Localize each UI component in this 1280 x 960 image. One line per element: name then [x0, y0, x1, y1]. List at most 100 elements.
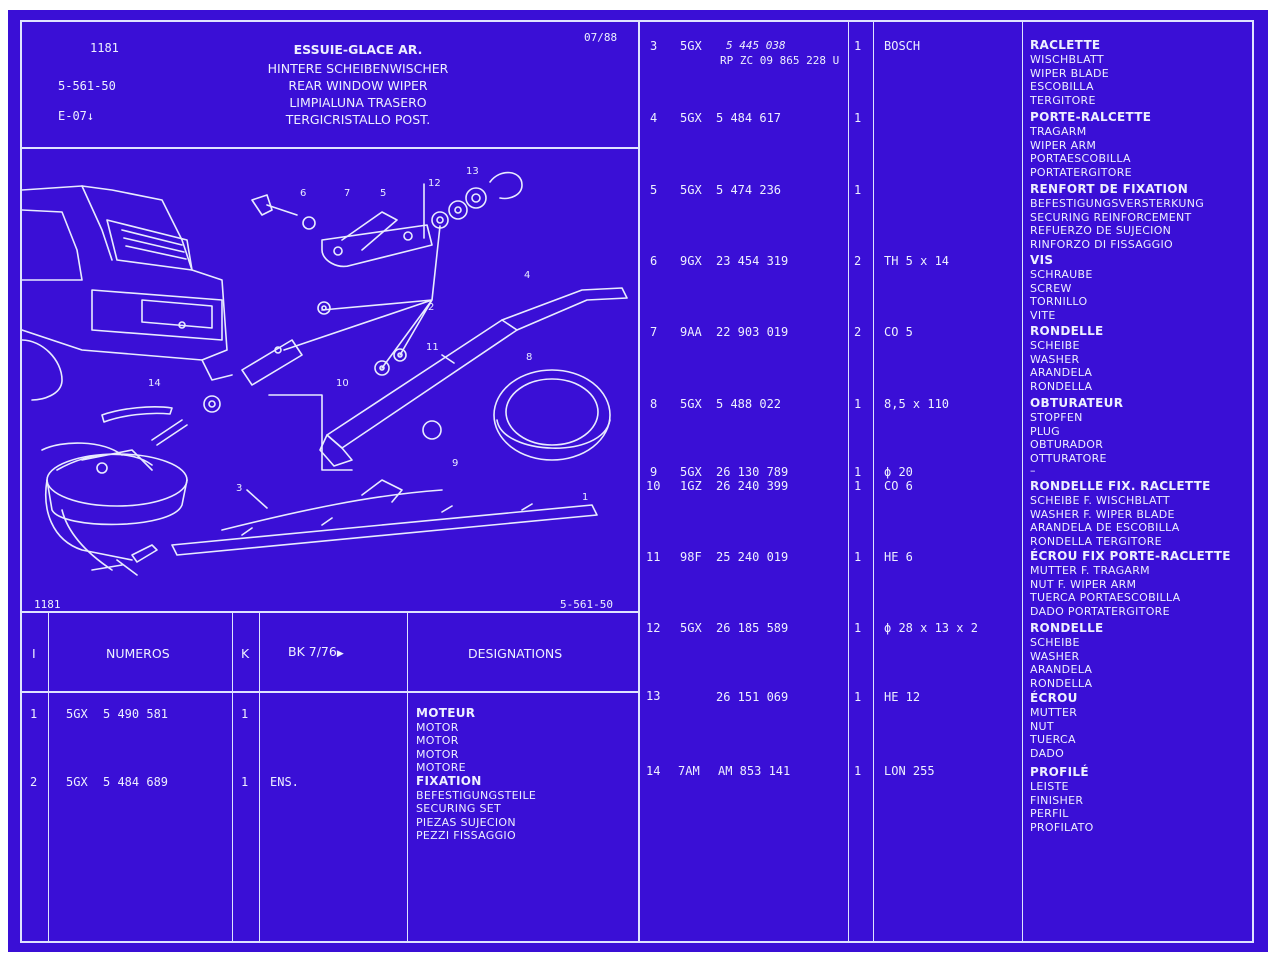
- left-col-line-2: [232, 612, 233, 942]
- callout-2: 2: [428, 302, 434, 313]
- plug-cap: [493, 369, 611, 461]
- row-1-prefix: 5GX: [66, 707, 88, 721]
- row-10-index: 10: [646, 479, 661, 493]
- row-12-index: 12: [646, 621, 661, 635]
- row-5-designation: RENFORT DE FIXATION BEFESTIGUNGSVERSTERK…: [1030, 182, 1204, 252]
- frame-left: [20, 20, 22, 942]
- down-arrow-icon: ↓: [86, 109, 95, 123]
- frame-right: [1252, 20, 1254, 942]
- row-10-prefix: 1GZ: [680, 479, 702, 493]
- row-2-spec: ENS.: [270, 775, 299, 789]
- row-9-prefix: 5GX: [680, 465, 702, 479]
- row-14-designation: PROFILÉ LEISTE FINISHER PERFIL PROFILATO: [1030, 765, 1094, 835]
- reinforcement-bracket: [321, 211, 433, 268]
- row-8-number: 5 488 022: [716, 397, 782, 411]
- row-10-desc-de: SCHEIBE F. WISCHBLATT: [1030, 493, 1170, 507]
- triangle-right-icon: ▶: [336, 649, 344, 659]
- row-7-spec: CO 5: [884, 325, 913, 339]
- row-10-qty: 1: [854, 479, 862, 493]
- row-13-number: 26 151 069: [716, 690, 789, 704]
- row-4-desc-es: PORTAESCOBILLA: [1030, 152, 1131, 166]
- row-9-number: 26 130 789: [716, 465, 789, 479]
- wiper-arm: [319, 287, 628, 467]
- callout-4: 4: [524, 270, 530, 281]
- row-6-desc-en: SCREW: [1030, 281, 1072, 295]
- row-8-desc-fr: OBTURATEUR: [1030, 396, 1124, 410]
- row-9-index: 9: [650, 465, 658, 479]
- row-11-index: 11: [646, 550, 661, 564]
- row-7-designation: RONDELLE SCHEIBE WASHER ARANDELA RONDELL…: [1030, 324, 1104, 394]
- row-1-desc-fr: MOTEUR: [416, 706, 476, 720]
- row-8-desc-it: OTTURATORE: [1030, 452, 1107, 466]
- col-header-bk-label: BK 7/76: [288, 644, 337, 659]
- diagram-page-label: 1181: [34, 598, 61, 611]
- row-1-desc-en: MOTOR: [416, 734, 459, 748]
- page-number: 1181: [90, 41, 119, 55]
- row-6-desc-de: SCHRAUBE: [1030, 267, 1093, 281]
- row-4-desc-de: TRAGARM: [1030, 124, 1087, 138]
- row-2-desc-es: PIEZAS SUJECION: [416, 815, 516, 829]
- title-italian: TERGICRISTALLO POST.: [285, 112, 431, 127]
- row-7-index: 7: [650, 325, 658, 339]
- col-header-designations: DESIGNATIONS: [468, 646, 563, 661]
- row-3-spec: BOSCH: [884, 39, 921, 53]
- row-13-index: 13: [646, 689, 661, 703]
- row-11-number: 25 240 019: [716, 550, 789, 564]
- row-6-desc-fr: VIS: [1030, 253, 1054, 267]
- row-6-number: 23 454 319: [716, 254, 789, 268]
- exploded-parts-diagram: 6 7 5 12 13 2 4 11 10 14 8 3 9 1: [22, 166, 628, 576]
- row-10-spec: CO 6: [884, 479, 913, 493]
- row-13-desc-de: MUTTER: [1030, 705, 1078, 719]
- row-8-spec: 8,5 x 110: [884, 397, 950, 411]
- row-13-desc-es: TUERCA: [1030, 733, 1076, 747]
- row-13-qty: 1: [854, 690, 862, 704]
- row-8-designation: OBTURATEUR STOPFEN PLUG OBTURADOR OTTURA…: [1030, 396, 1124, 466]
- row-8-desc-en: PLUG: [1030, 424, 1060, 438]
- car-rear-drawing: [22, 185, 233, 401]
- ref-code: 5-561-50: [58, 79, 116, 93]
- row-1-index: 1: [30, 707, 38, 721]
- row-4-qty: 1: [854, 111, 862, 125]
- row-12-desc-it: RONDELLA: [1030, 677, 1093, 691]
- row-13-designation: ÉCROU MUTTER NUT TUERCA DADO: [1030, 691, 1078, 761]
- row-11-prefix: 98F: [680, 550, 702, 564]
- callout-7: 7: [344, 188, 350, 199]
- row-13-desc-it: DADO: [1030, 747, 1065, 761]
- section-code: E-07↓: [58, 110, 94, 122]
- row-2-prefix: 5GX: [66, 775, 88, 789]
- parts-catalog-sheet: 1181 5-561-50 E-07↓ 07/88 ESSUIE-GLACE A…: [8, 10, 1268, 952]
- row-3-desc-it: TERGITORE: [1030, 94, 1096, 108]
- finisher-strip: [101, 406, 173, 423]
- row-4-desc-fr: PORTE-RALCETTE: [1030, 110, 1152, 124]
- row-8-qty: 1: [854, 397, 862, 411]
- row-6-designation: VIS SCHRAUBE SCREW TORNILLO VITE: [1030, 253, 1093, 323]
- row-4-number: 5 484 617: [716, 111, 782, 125]
- wiper-blade: [171, 479, 598, 556]
- right-col-line-1: [848, 20, 849, 942]
- row-1-designation: MOTEUR MOTOR MOTOR MOTOR MOTORE: [416, 706, 476, 775]
- row-6-spec: TH 5 x 14: [884, 254, 950, 268]
- frame-bottom: [20, 941, 1254, 943]
- row-7-desc-fr: RONDELLE: [1030, 324, 1104, 338]
- callout-5: 5: [380, 188, 386, 199]
- row-12-desc-es: ARANDELA: [1030, 663, 1093, 677]
- section-label: E-07: [58, 109, 87, 123]
- row-5-index: 5: [650, 183, 658, 197]
- row-10-designation: RONDELLE FIX. RACLETTE SCHEIBE F. WISCHB…: [1030, 479, 1211, 549]
- callout-labels: 6 7 5 12 13 2 4 11 10 14 8 3 9 1: [148, 166, 588, 503]
- row-14-desc-de: LEISTE: [1030, 779, 1069, 793]
- row-14-desc-es: PERFIL: [1030, 807, 1069, 821]
- header-divider: [20, 147, 639, 149]
- callout-1: 1: [582, 492, 588, 503]
- row-12-designation: RONDELLE SCHEIBE WASHER ARANDELA RONDELL…: [1030, 621, 1104, 691]
- row-11-qty: 1: [854, 550, 862, 564]
- row-8-desc-de: STOPFEN: [1030, 410, 1083, 424]
- row-8-index: 8: [650, 397, 658, 411]
- col-header-k: K: [241, 646, 250, 661]
- row-9-qty: 1: [854, 465, 862, 479]
- row-3-desc-en: WIPER BLADE: [1030, 66, 1110, 80]
- row-1-desc-es: MOTOR: [416, 747, 459, 761]
- small-parts: [203, 171, 523, 440]
- table-header-bottom-line: [20, 691, 639, 693]
- callout-8: 8: [526, 352, 532, 363]
